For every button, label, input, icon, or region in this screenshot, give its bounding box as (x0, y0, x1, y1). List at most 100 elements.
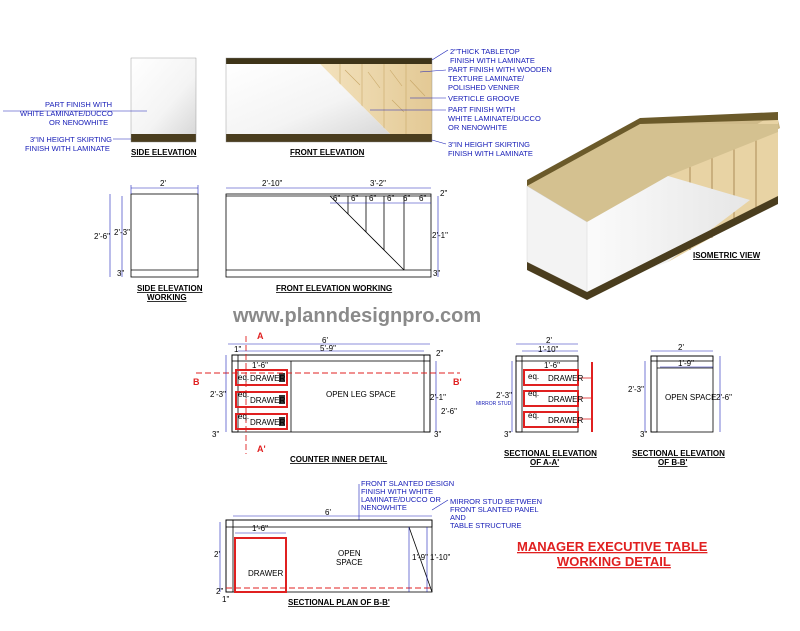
plan-drawer-label: DRAWER (248, 569, 283, 578)
mirror-stud-note: MIRROR STUD BETWEEN FRONT SLANTED PANEL … (450, 497, 542, 530)
svg-text:eq.: eq. (528, 389, 539, 398)
dim-front-skirt: 3" (433, 269, 440, 278)
dim-plan-inner: 1'-9" (412, 553, 428, 562)
tabletop-note: 2"THICK TABLETOP FINISH WITH LAMINATE (431, 47, 535, 65)
svg-text:FINISH WITH LAMINATE: FINISH WITH LAMINATE (25, 144, 110, 153)
svg-text:eq.: eq. (238, 373, 249, 382)
dim-counter-skirt-right: 3" (434, 430, 441, 439)
sectional-bb-title-1: SECTIONAL ELEVATION (632, 449, 725, 458)
dim-aa-drawer: 1'-6" (544, 361, 560, 370)
svg-text:OR NENOWHITE: OR NENOWHITE (49, 118, 108, 127)
groove-note: VERTICLE GROOVE (410, 94, 520, 103)
dim-plan-depth: 2' (214, 550, 220, 559)
dim-plan-width: 6' (325, 508, 331, 517)
counter-inner-title: COUNTER INNER DETAIL (290, 455, 387, 464)
dim-plan-panel: 1" (222, 595, 229, 604)
side-elevation-working-drawing (109, 185, 199, 278)
section-marker-a: A (257, 331, 264, 341)
svg-text:DRAWER: DRAWER (250, 418, 285, 427)
dim-aa-skirt: 3" (504, 430, 511, 439)
svg-text:WHITE LAMINATE/DUCCO: WHITE LAMINATE/DUCCO (20, 109, 113, 118)
dim-drawer-width: 1'-6" (252, 361, 268, 370)
svg-text:VERTICLE GROOVE: VERTICLE GROOVE (448, 94, 520, 103)
side-elev-working-title-1: SIDE ELEVATION (137, 284, 203, 293)
counter-inner-detail-drawing (196, 336, 460, 454)
dim-bb-skirt: 3" (640, 430, 647, 439)
svg-text:6": 6" (369, 194, 376, 203)
front-elevation-title: FRONT ELEVATION (290, 148, 365, 157)
dim-side-skirt: 3" (117, 269, 124, 278)
dim-front-height: 2'-1" (432, 231, 448, 240)
svg-text:6": 6" (351, 194, 358, 203)
side-skirting-note: 3"IN HEIGHT SKIRTING FINISH WITH LAMINAT… (25, 135, 131, 153)
sectional-bb-title-2: OF B-B' (658, 458, 688, 467)
dim-counter-full-height: 2'-6" (441, 407, 457, 416)
skirting-right-note: 3"IN HEIGHT SKIRTING FINISH WITH LAMINAT… (431, 139, 533, 158)
svg-text:NENOWHITE: NENOWHITE (361, 503, 407, 512)
dim-front-top: 2" (440, 189, 447, 198)
svg-text:OR NENOWHITE: OR NENOWHITE (448, 123, 507, 132)
side-elev-working-title-2: WORKING (147, 293, 187, 302)
dim-counter-height: 2'-3" (210, 390, 226, 399)
svg-text:FINISH WITH LAMINATE: FINISH WITH LAMINATE (448, 149, 533, 158)
sectional-aa-drawing (511, 343, 593, 433)
svg-text:PART FINISH WITH: PART FINISH WITH (448, 105, 515, 114)
svg-text:DRAWER: DRAWER (548, 395, 583, 404)
dim-counter-width: 6' (322, 336, 328, 345)
svg-text:WHITE LAMINATE/DUCCO: WHITE LAMINATE/DUCCO (448, 114, 541, 123)
dim-side-width: 2' (160, 179, 166, 188)
counter-eq-labels: eq. eq. eq. (238, 373, 249, 421)
dim-counter-top: 2" (436, 349, 443, 358)
plan-open-label: OPEN (338, 549, 361, 558)
section-marker-b2: B' (453, 377, 462, 387)
dim-aa-inner: 1'-10" (538, 345, 559, 354)
section-marker-b: B (193, 377, 200, 387)
section-marker-a2: A' (257, 444, 266, 454)
dim-side-height: 2'-6" (94, 232, 110, 241)
svg-text:AND: AND (450, 513, 466, 522)
svg-text:6": 6" (333, 194, 340, 203)
svg-text:DRAWER: DRAWER (548, 374, 583, 383)
dim-bb-inner: 1'-9" (678, 359, 694, 368)
svg-text:TABLE STRUCTURE: TABLE STRUCTURE (450, 521, 522, 530)
wood-finish-note: PART FINISH WITH WOODEN TEXTURE LAMINATE… (419, 65, 552, 92)
sectional-plan-title: SECTIONAL PLAN OF B-B' (288, 598, 390, 607)
svg-text:DRAWER: DRAWER (250, 396, 285, 405)
side-elevation-render (130, 57, 197, 143)
open-leg-space-label: OPEN LEG SPACE (326, 390, 396, 399)
front-elevation-render (225, 57, 433, 143)
dim-plan-drawer: 1'-6" (252, 524, 268, 533)
front-elev-working-title: FRONT ELEVATION WORKING (276, 284, 392, 293)
svg-text:3"IN HEIGHT SKIRTING: 3"IN HEIGHT SKIRTING (30, 135, 112, 144)
svg-text:FINISH WITH LAMINATE: FINISH WITH LAMINATE (450, 56, 535, 65)
front-elevation-working-drawing (225, 187, 439, 278)
dim-bb-width: 2' (678, 343, 684, 352)
dim-bb-height: 2'-3" (628, 385, 644, 394)
sectional-aa-title-1: SECTIONAL ELEVATION (504, 449, 597, 458)
plan-space-label: SPACE (336, 558, 363, 567)
dim-front-groove-spacing: 6" 6" 6" 6" 6" 6" (333, 194, 426, 203)
svg-text:TEXTURE LAMINATE/: TEXTURE LAMINATE/ (448, 74, 525, 83)
svg-text:MIRROR STUD BETWEEN: MIRROR STUD BETWEEN (450, 497, 542, 506)
svg-text:DRAWER: DRAWER (548, 416, 583, 425)
dim-counter-panel: 1" (234, 345, 241, 354)
mirror-stud-label: MIRROR STUD (476, 401, 512, 407)
dim-front-left: 2'-10" (262, 179, 283, 188)
svg-text:PART FINISH WITH: PART FINISH WITH (45, 100, 112, 109)
svg-text:6": 6" (387, 194, 394, 203)
open-space-label: OPEN SPACE (665, 393, 716, 402)
dim-plan-full: 1'-10" (430, 553, 451, 562)
svg-text:FRONT SLANTED PANEL: FRONT SLANTED PANEL (450, 505, 539, 514)
svg-text:PART FINISH WITH WOODEN: PART FINISH WITH WOODEN (448, 65, 552, 74)
svg-text:6": 6" (403, 194, 410, 203)
side-finish-note: PART FINISH WITH WHITE LAMINATE/DUCCO OR… (3, 100, 147, 127)
isometric-title: ISOMETRIC VIEW (693, 251, 761, 260)
slanted-design-note: FRONT SLANTED DESIGN FINISH WITH WHITE L… (361, 479, 454, 512)
svg-text:2"THICK TABLETOP: 2"THICK TABLETOP (450, 47, 520, 56)
dim-aa-width: 2' (546, 336, 552, 345)
svg-text:eq.: eq. (238, 412, 249, 421)
dim-counter-inner-height: 2'-1" (430, 393, 446, 402)
dim-bb-full: 2'-6" (716, 393, 732, 402)
svg-text:FINISH WITH WHITE: FINISH WITH WHITE (361, 487, 433, 496)
isometric-render (526, 112, 780, 300)
